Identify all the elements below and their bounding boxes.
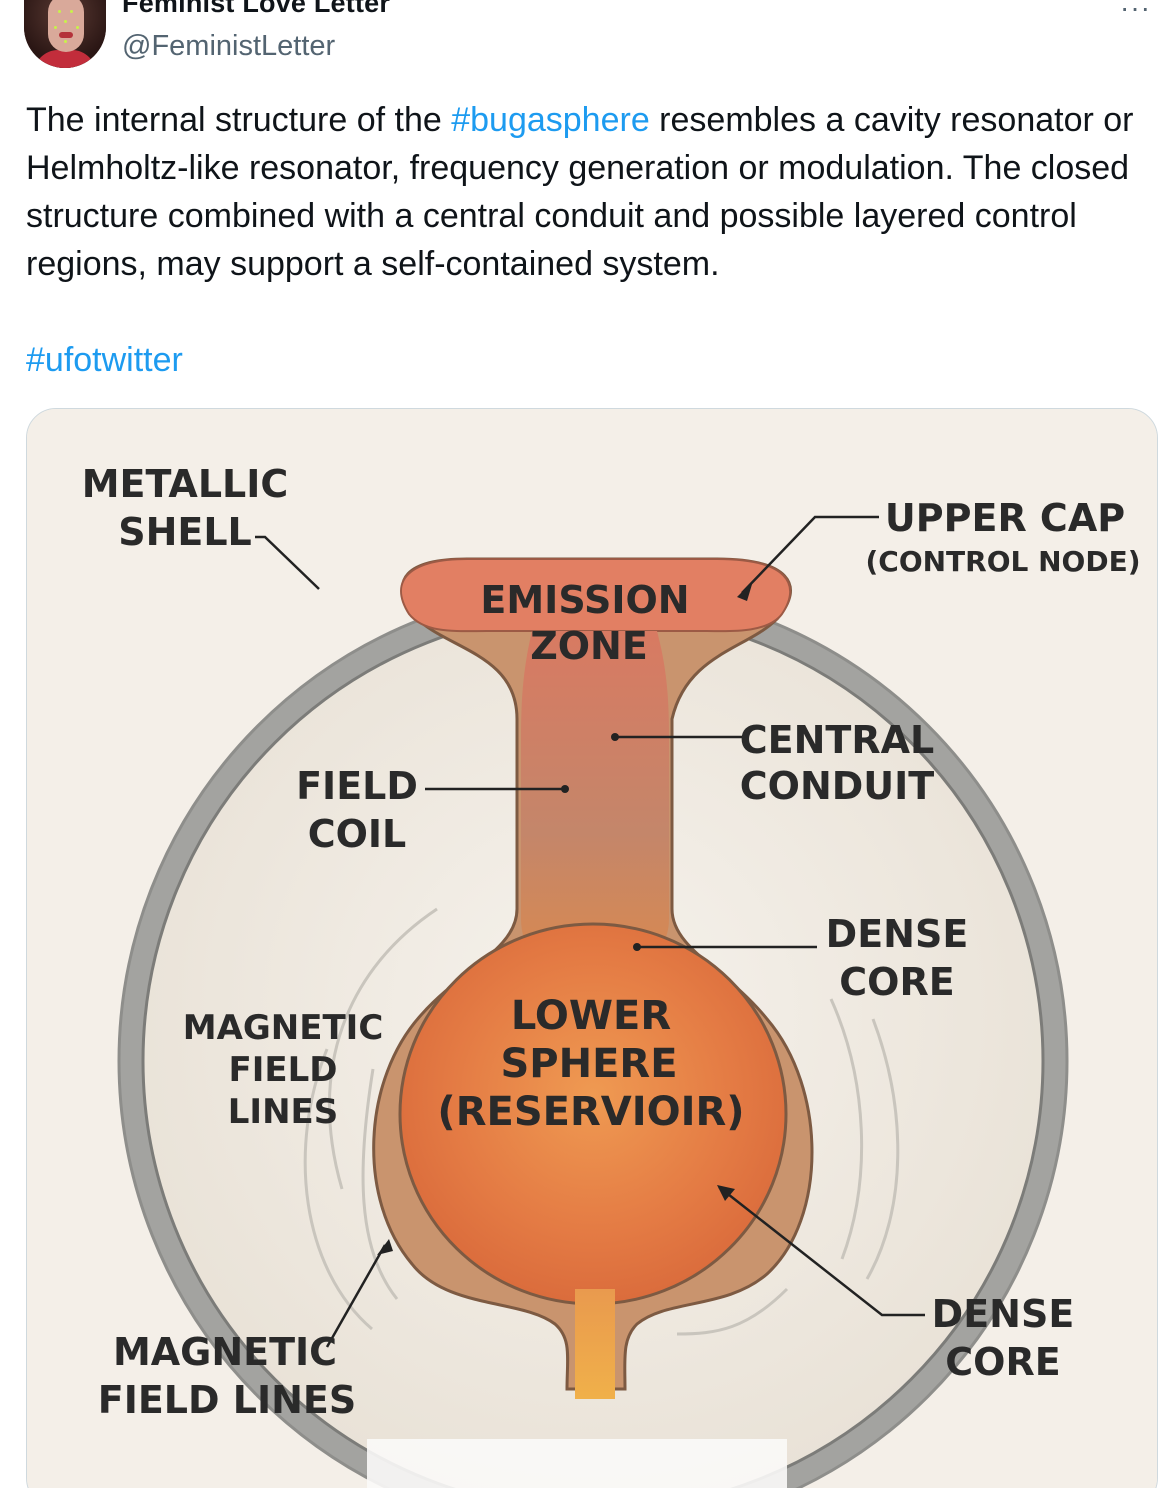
leader-lines <box>255 515 925 1348</box>
arrowhead-dense-core <box>717 1185 735 1201</box>
faded-bottom-strip <box>367 1439 787 1488</box>
leader-dots <box>377 581 753 1255</box>
label-central-conduit-1: CENTRAL <box>740 718 934 762</box>
label-metallic-shell-1: METALLIC <box>82 462 289 506</box>
leader-dot <box>561 785 569 793</box>
label-central-conduit-2: CONDUIT <box>740 764 935 808</box>
hashtag-link-ufotwitter[interactable]: #ufotwitter <box>26 341 183 379</box>
field-line <box>676 1287 789 1336</box>
avatar[interactable] <box>24 0 106 68</box>
label-emission-zone-1: EMISSION <box>480 578 689 622</box>
tweet-header: Feminist Love Letter @FeministLetter ··· <box>24 0 1164 80</box>
avatar-lips <box>59 32 73 38</box>
label-dense-core-lower-1: DENSE <box>932 1292 1075 1336</box>
more-options-icon[interactable]: ··· <box>1120 0 1151 23</box>
central-conduit <box>521 631 669 969</box>
avatar-dot <box>54 26 57 29</box>
label-dense-core-lower-2: CORE <box>945 1340 1060 1384</box>
resonator-diagram: METALLIC SHELL UPPER CAP (CONTROL NODE) … <box>27 409 1157 1488</box>
leader-metallic-shell <box>255 535 320 590</box>
field-line <box>829 998 864 1260</box>
avatar-dot <box>70 10 73 13</box>
label-lower-sphere-3: (RESERVIOIR) <box>437 1089 744 1135</box>
label-field-coil-1: FIELD <box>296 764 418 808</box>
label-magnetic-inner-3: LINES <box>228 1092 338 1132</box>
media-image[interactable]: METALLIC SHELL UPPER CAP (CONTROL NODE) … <box>26 408 1158 1488</box>
avatar-dot <box>58 10 61 13</box>
label-magnetic-outer-1: MAGNETIC <box>113 1330 337 1374</box>
label-dense-core-upper-2: CORE <box>839 960 954 1004</box>
label-dense-core-upper-1: DENSE <box>826 912 969 956</box>
avatar-dot <box>64 40 67 43</box>
leader-magnetic-outer <box>325 1244 387 1348</box>
tweet-text-part: resembles a cavity resonator or Helmholt… <box>26 101 1134 283</box>
label-magnetic-outer-2: FIELD LINES <box>98 1378 357 1422</box>
label-emission-zone-2: ZONE <box>530 624 648 668</box>
arrowhead-magnetic <box>377 1239 393 1255</box>
field-line <box>361 1068 399 1300</box>
tweet-hashtags: #ufotwitter <box>26 336 183 384</box>
user-handle[interactable]: @FeministLetter <box>122 30 336 62</box>
label-lower-sphere-1: LOWER <box>511 993 671 1039</box>
avatar-shirt <box>34 50 96 68</box>
label-magnetic-inner-2: FIELD <box>229 1050 338 1090</box>
display-name[interactable]: Feminist Love Letter <box>122 0 391 18</box>
label-metallic-shell-2: SHELL <box>118 510 252 554</box>
emission-zone <box>400 558 792 633</box>
label-upper-cap-1: UPPER CAP <box>885 496 1125 540</box>
leader-upper-cap <box>741 515 879 594</box>
field-line <box>327 907 438 1190</box>
stem <box>575 1289 615 1399</box>
tweet-text-part: The internal structure of the <box>26 101 452 139</box>
magnetic-field-lines <box>303 907 900 1336</box>
label-lower-sphere-2: SPHERE <box>500 1041 677 1087</box>
avatar-dot <box>76 26 79 29</box>
leader-dot <box>611 733 619 741</box>
label-magnetic-inner-1: MAGNETIC <box>183 1008 384 1048</box>
hashtag-link-bugasphere[interactable]: #bugasphere <box>451 101 650 139</box>
avatar-dot <box>64 20 67 23</box>
label-upper-cap-2: (CONTROL NODE) <box>865 545 1140 578</box>
field-line <box>865 1018 900 1280</box>
label-field-coil-2: COIL <box>308 812 407 856</box>
leader-dense-core-lower <box>718 1186 925 1317</box>
tweet-text: The internal structure of the #bugaspher… <box>26 96 1156 288</box>
leader-dot <box>633 943 641 951</box>
arrowhead-upper-cap <box>737 581 753 601</box>
field-line <box>303 1048 373 1331</box>
